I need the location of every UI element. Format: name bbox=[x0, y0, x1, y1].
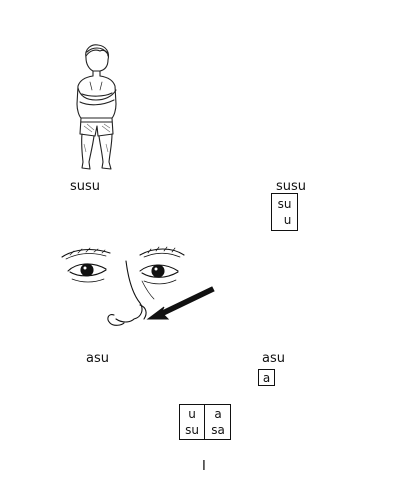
syllable-box-line-1: su bbox=[277, 197, 292, 211]
face-with-arrow-illustration bbox=[61, 246, 215, 326]
grid-cell-top-left: u bbox=[188, 407, 196, 421]
syllable-box-asu: a bbox=[258, 369, 275, 386]
picture-word-asu: asu bbox=[86, 351, 109, 366]
boy-illustration bbox=[76, 44, 117, 170]
grid-divider bbox=[204, 405, 205, 439]
syllable-word-susu: susu bbox=[276, 179, 307, 194]
syllable-box-line-2: u bbox=[283, 213, 292, 227]
syllable-grid: u a su sa bbox=[179, 404, 231, 440]
syllable-word-asu: asu bbox=[262, 351, 285, 366]
grid-cell-top-right: a bbox=[214, 407, 222, 421]
page-number: I bbox=[202, 459, 206, 474]
syllable-box-asu-line-1: a bbox=[262, 371, 271, 385]
syllable-box-susu: su u bbox=[271, 193, 298, 231]
grid-cell-bottom-right: sa bbox=[211, 423, 225, 437]
grid-cell-bottom-left: su bbox=[185, 423, 199, 437]
picture-word-susu: susu bbox=[70, 179, 101, 194]
